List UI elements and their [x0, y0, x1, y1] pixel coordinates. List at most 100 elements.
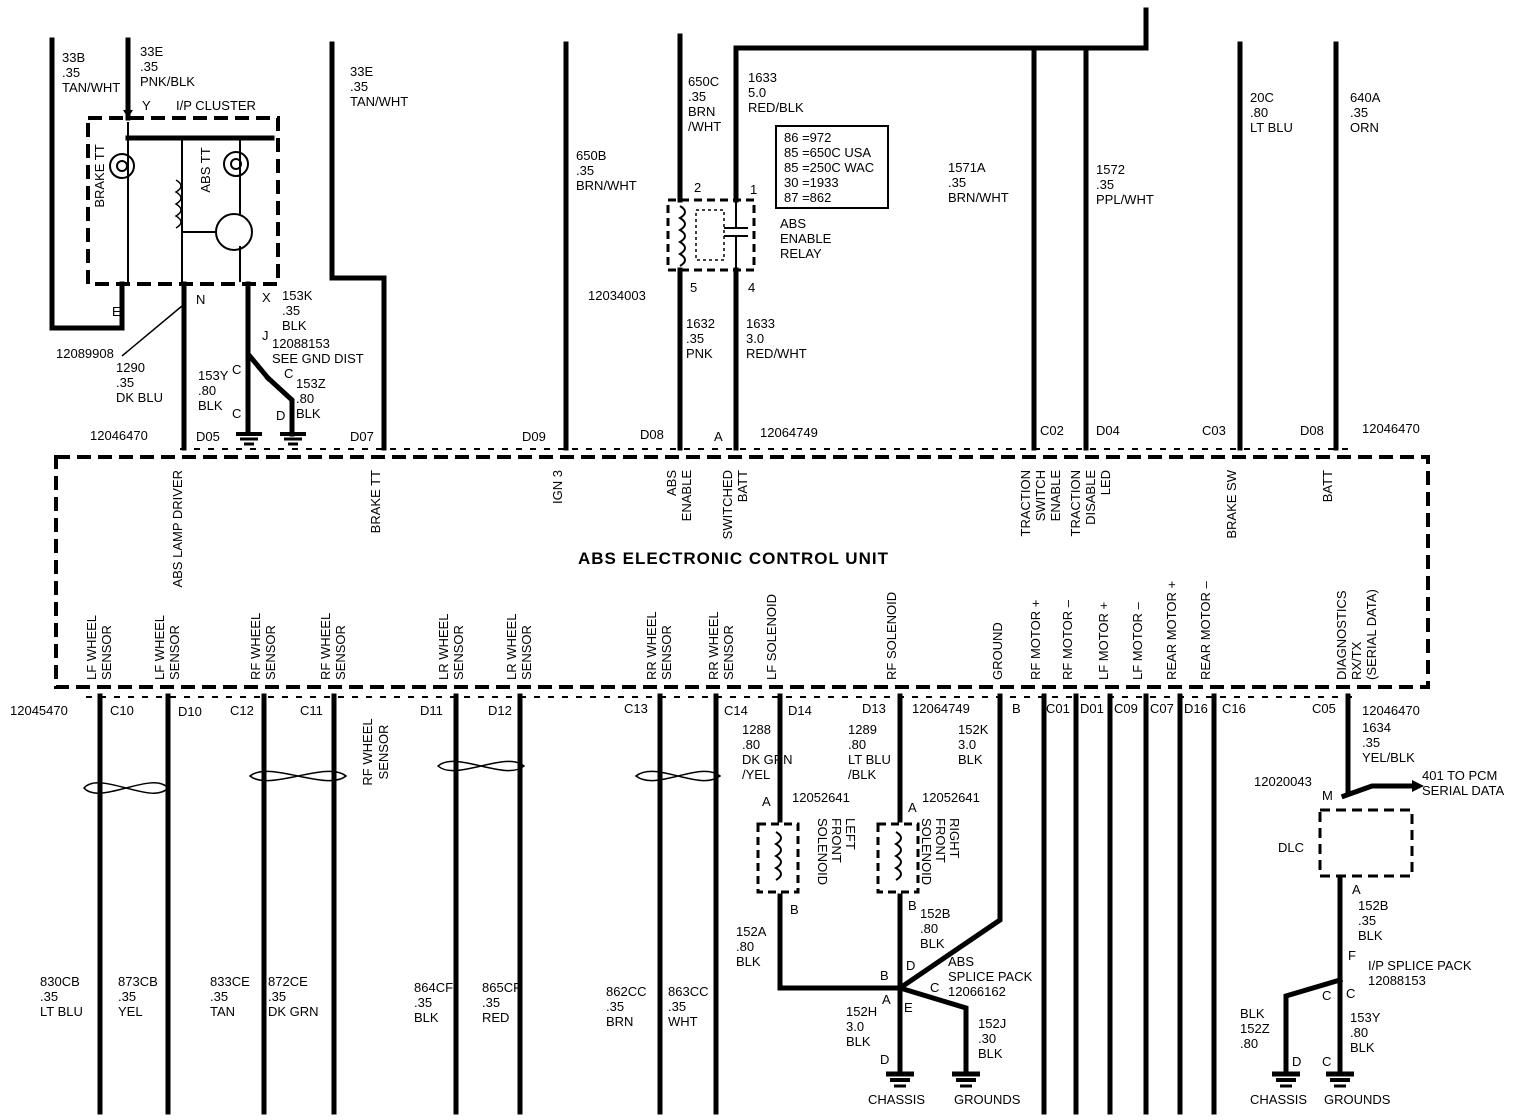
ecu-pin-label: IGN 3	[550, 470, 565, 504]
abs-enable-relay	[666, 185, 756, 293]
ground-label: GROUNDS	[954, 1092, 1021, 1107]
wire-label: 873CB	[118, 974, 158, 989]
pin-label: D	[276, 408, 285, 423]
wire-label: 152K	[958, 722, 989, 737]
wire-label: .35	[1362, 735, 1380, 750]
wire-label: WHT	[668, 1014, 698, 1029]
component-label: RIGHT	[947, 818, 962, 859]
connector-label: D04	[1096, 423, 1120, 438]
wire-label: PPL/WHT	[1096, 192, 1154, 207]
pin-label: F	[1348, 948, 1356, 963]
connector-label: 12046470	[1362, 703, 1420, 718]
wire-label: RED/WHT	[746, 346, 807, 361]
ecu-pin-label: DISABLE	[1083, 470, 1098, 525]
ecu-pin-label: LF SOLENOID	[764, 594, 779, 680]
wire-label: BRN/WHT	[948, 190, 1009, 205]
wire-label: .35	[350, 79, 368, 94]
connector-label: 12064749	[760, 425, 818, 440]
ecu-pin-label: SWITCH	[1033, 470, 1048, 521]
wire-label: DK GRN	[742, 752, 793, 767]
wire-label: BLK	[1350, 1040, 1375, 1055]
wire-label: 3.0	[958, 737, 976, 752]
pin-label: C	[1346, 986, 1355, 1001]
pin-label: C	[232, 362, 241, 377]
wire-label: TAN/WHT	[62, 80, 120, 95]
connector-label: D08	[640, 427, 664, 442]
ecu-pin-label: SENSOR	[333, 625, 348, 680]
wire-label: .35	[268, 989, 286, 1004]
wire-label: .35	[688, 89, 706, 104]
connector-label: D05	[196, 429, 220, 444]
ecu-pin-label: ABS LAMP DRIVER	[170, 470, 185, 588]
component-label: LEFT	[843, 818, 858, 850]
wire-label: PNK/BLK	[140, 74, 195, 89]
wire-label: .80	[1250, 105, 1268, 120]
ground-icon	[1326, 1071, 1354, 1088]
wire-label: .80	[198, 383, 216, 398]
ecu-pin-label: LR WHEEL	[436, 614, 451, 680]
ecu-pin-label: SENSOR	[263, 625, 278, 680]
ecu-pin-label: ENABLE	[1048, 470, 1063, 522]
wire-label: 33E	[350, 64, 373, 79]
pin-label: ABS	[948, 954, 974, 969]
wire-label: LT BLU	[848, 752, 891, 767]
relay-pin-entry: 85 =250C WAC	[784, 160, 874, 175]
abs-tt-lamp-icon	[223, 151, 249, 177]
pin-label: C	[1322, 988, 1331, 1003]
wire-label: .80	[848, 737, 866, 752]
wire-label: 153Z	[296, 376, 326, 391]
relay-pin-entry: 30 =1933	[784, 175, 839, 190]
wire-label: BRN/WHT	[576, 178, 637, 193]
pin-label: SPLICE PACK	[948, 969, 1033, 984]
wire-label: .80	[736, 939, 754, 954]
wire-label: .30	[978, 1031, 996, 1046]
wire-label: .80	[742, 737, 760, 752]
relay-pin-entry: 86 =972	[784, 130, 831, 145]
connector-label: D10	[178, 704, 202, 719]
pin-label: 401 TO PCM	[1422, 768, 1497, 783]
ecu-pin-label: RF WHEEL	[248, 613, 263, 680]
pin-label: D	[880, 1052, 889, 1067]
wire-label: .35	[414, 995, 432, 1010]
wire-label: TAN	[210, 1004, 235, 1019]
wire-label: .35	[40, 989, 58, 1004]
pin-label: 12020043	[1254, 774, 1312, 789]
pin-label: E	[904, 1000, 913, 1015]
wire-label: 864CF	[414, 980, 453, 995]
connector-label: C02	[1040, 423, 1064, 438]
pin-label: A	[762, 794, 771, 809]
pin-label: B	[790, 902, 799, 917]
wire-label: .80	[920, 921, 938, 936]
pin-label: 2	[694, 180, 701, 195]
connector-label: 12045470	[10, 703, 68, 718]
connector-label: D08	[1300, 423, 1324, 438]
wire-label: 830CB	[40, 974, 80, 989]
ecu-pin-label: SENSOR	[721, 625, 736, 680]
wire-label: .35	[210, 989, 228, 1004]
ecu-pin-label: TRACTION	[1068, 470, 1083, 536]
ecu-pin-label: SENSOR	[519, 625, 534, 680]
pin-label: B	[908, 898, 917, 913]
relay-pin-entry: 85 =650C USA	[784, 145, 871, 160]
wire-label: BLK	[414, 1010, 439, 1025]
ecu-pin-label: RF WHEEL	[318, 613, 333, 680]
top-wires	[49, 7, 1350, 451]
wire-label: 153K	[282, 288, 313, 303]
ecu-pin-label: SENSOR	[451, 625, 466, 680]
ecu-pin-label: BATT	[735, 470, 750, 502]
wire-label: BLK	[198, 398, 223, 413]
ecu-pin-label: REAR MOTOR –	[1198, 581, 1213, 680]
pin-label: B	[880, 968, 889, 983]
wire-label: BLK	[1240, 1006, 1265, 1021]
pin-label: 12088153	[272, 336, 330, 351]
pin-label: Y	[142, 98, 151, 113]
wire-label: 1571A	[948, 160, 986, 175]
wire-label: 153Y	[198, 368, 229, 383]
wire-label: 1632	[686, 316, 715, 331]
wire-label: .35	[668, 999, 686, 1014]
wire-label: 33E	[140, 44, 163, 59]
wire-label: .35	[1350, 105, 1368, 120]
